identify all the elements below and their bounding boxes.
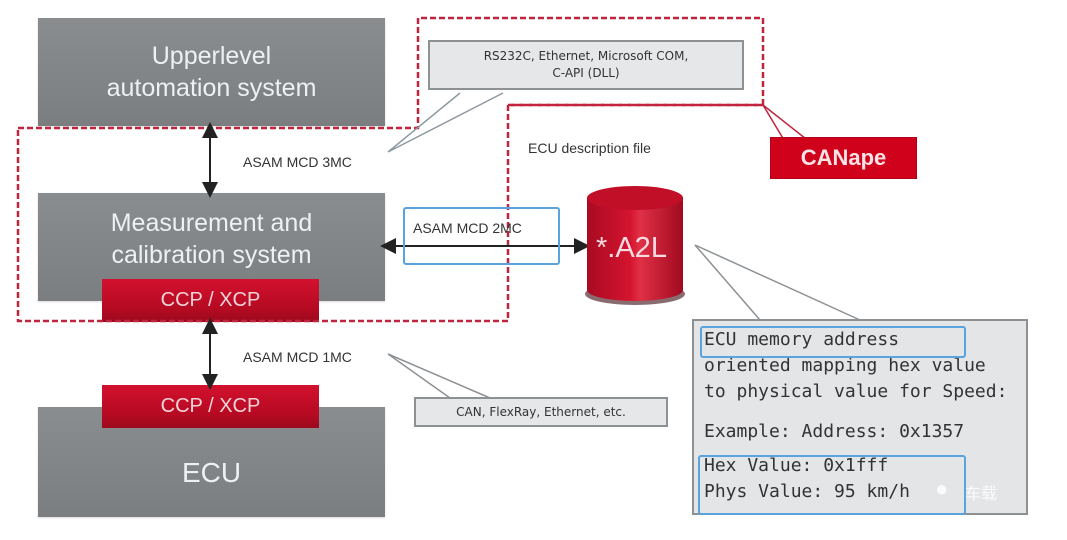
info-line-2: oriented mapping hex value [704,355,986,376]
callout-interfaces-line1: RS232C, Ethernet, Microsoft COM, [483,49,689,63]
a2l-label: *.A2L [596,232,667,264]
info-phys-value: Phys Value: 95 km/h [704,481,910,502]
info-example: Example: Address: 0x1357 [704,421,965,442]
upperlevel-line2: automation system [106,74,317,102]
callout-bottom-pointer [387,353,491,399]
callout-interfaces: RS232C, Ethernet, Microsoft COM, C-API (… [428,40,744,90]
callout-interfaces-line2: C-API (DLL) [552,66,620,80]
canape-pointer [762,104,821,151]
info-line-1: ECU memory address [704,329,900,350]
ccp-xcp-bottom-box: CCP / XCP [102,385,319,428]
upperlevel-line1: Upperlevel [151,42,272,70]
mcs-line1: Measurement and [110,209,313,237]
label-asam-mcd2: ASAM MCD 2MC [413,220,522,236]
measurement-calibration-box: Measurement and calibration system [38,193,385,301]
watermark-text: 车载 [965,486,998,503]
label-ecu-description-file: ECU description file [528,140,651,156]
info-line-3: to physical value for Speed: [704,381,1008,402]
upperlevel-automation-box: Upperlevel automation system [38,18,385,126]
mcs-line2: calibration system [111,241,312,269]
label-asam-mcd1: ASAM MCD 1MC [243,349,352,365]
ccp-xcp-top-box: CCP / XCP [102,279,319,322]
ecu-label: ECU [181,457,242,488]
canape-badge: CANape [771,138,916,178]
info-value-highlight [698,455,966,515]
info-hex-value: Hex Value: 0x1fff [704,455,889,476]
a2l-info-box: ECU memory address oriented mapping hex … [692,319,1028,515]
wechat-watermark-icon: ● [935,476,949,501]
callout-top-pointer [387,92,504,153]
a2l-database-icon [585,186,685,305]
label-asam-mcd3: ASAM MCD 3MC [243,154,352,170]
info-pointer [694,244,861,321]
info-address-highlight [700,326,966,358]
callout-bus-systems: CAN, FlexRay, Ethernet, etc. [414,397,668,427]
mcd2-highlight [403,207,560,265]
